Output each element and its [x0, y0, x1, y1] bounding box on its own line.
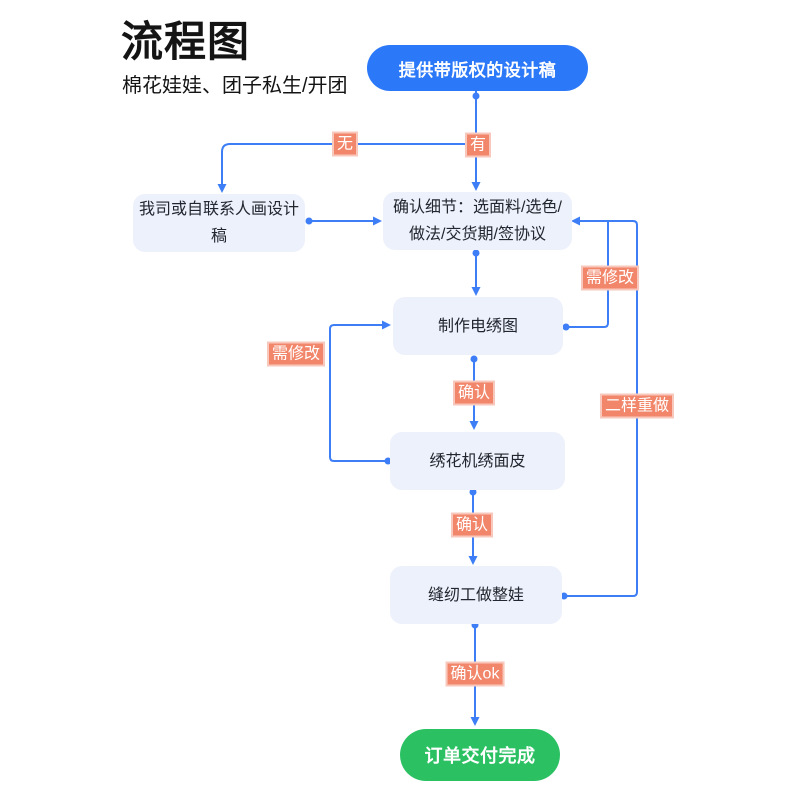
node-design-draft[interactable]: 我司或自联系人画设计 稿 — [133, 194, 305, 252]
edge-branch-design — [221, 143, 476, 184]
arrowhead-confirm-top — [471, 182, 481, 191]
node-design-draft-label: 我司或自联系人画设计 稿 — [138, 201, 299, 245]
node-start-label: 提供带版权的设计稿 — [398, 60, 557, 80]
node-order-complete[interactable]: 订单交付完成 — [400, 729, 560, 781]
arrowhead-sewing-top — [468, 556, 478, 565]
connector-dot-emap-bottom — [470, 355, 478, 363]
arrowhead-emap-left — [382, 320, 391, 330]
page-subtitle: 棉花娃娃、团子私生/开团 — [122, 75, 348, 97]
node-order-complete-label: 订单交付完成 — [424, 746, 536, 766]
connector-dot-machine-bottom — [469, 488, 477, 496]
arrowhead-emap-top — [471, 287, 481, 296]
connector-dot-emap-right — [562, 323, 570, 331]
edge-label-confirm-2[interactable]: 确认 — [450, 512, 494, 538]
edge-label-need-fix-right[interactable]: 需修改 — [580, 265, 640, 291]
edge-label-redo-sample[interactable]: 二样重做 — [599, 393, 675, 419]
edge-label-confirm-1[interactable]: 确认 — [452, 380, 496, 406]
arrowhead-confirm-left — [373, 216, 382, 226]
arrowhead-machine-top — [469, 421, 479, 430]
node-embroidery-map-label: 制作电绣图 — [437, 317, 518, 335]
node-machine-embroider-label: 绣花机绣面皮 — [429, 452, 526, 470]
edge-label-confirm-ok[interactable]: 确认ok — [445, 661, 505, 687]
edge-machine-emap-loop — [329, 324, 388, 462]
arrowhead-done-top — [470, 717, 480, 726]
edge-label-yes[interactable]: 有 — [464, 132, 492, 158]
node-confirm-details-label: 确认细节：选面料/选色/ 做法/交货期/签协议 — [393, 199, 562, 243]
node-sewing-doll[interactable]: 缝纫工做整娃 — [390, 566, 562, 624]
edge-emap-confirm-loop — [566, 221, 609, 328]
arrowhead-confirm-right — [571, 216, 580, 226]
edge-label-no[interactable]: 无 — [331, 131, 359, 157]
node-confirm-details[interactable]: 确认细节：选面料/选色/ 做法/交货期/签协议 — [383, 192, 572, 250]
connector-dot-design-right — [305, 217, 313, 225]
node-sewing-doll-label: 缝纫工做整娃 — [427, 586, 524, 604]
page-title: 流程图 — [121, 18, 251, 65]
connector-dot-confirm-bottom — [472, 249, 480, 257]
node-start[interactable]: 提供带版权的设计稿 — [367, 45, 588, 91]
connector-dot-sewing-right — [560, 592, 568, 600]
edge-label-need-fix-left[interactable]: 需修改 — [266, 341, 326, 367]
node-embroidery-map[interactable]: 制作电绣图 — [393, 297, 563, 355]
arrowhead-design-top — [217, 184, 227, 193]
connector-dot-machine-left — [384, 457, 392, 465]
connector-dot-start-bottom — [472, 92, 480, 100]
node-machine-embroider[interactable]: 绣花机绣面皮 — [390, 432, 565, 490]
